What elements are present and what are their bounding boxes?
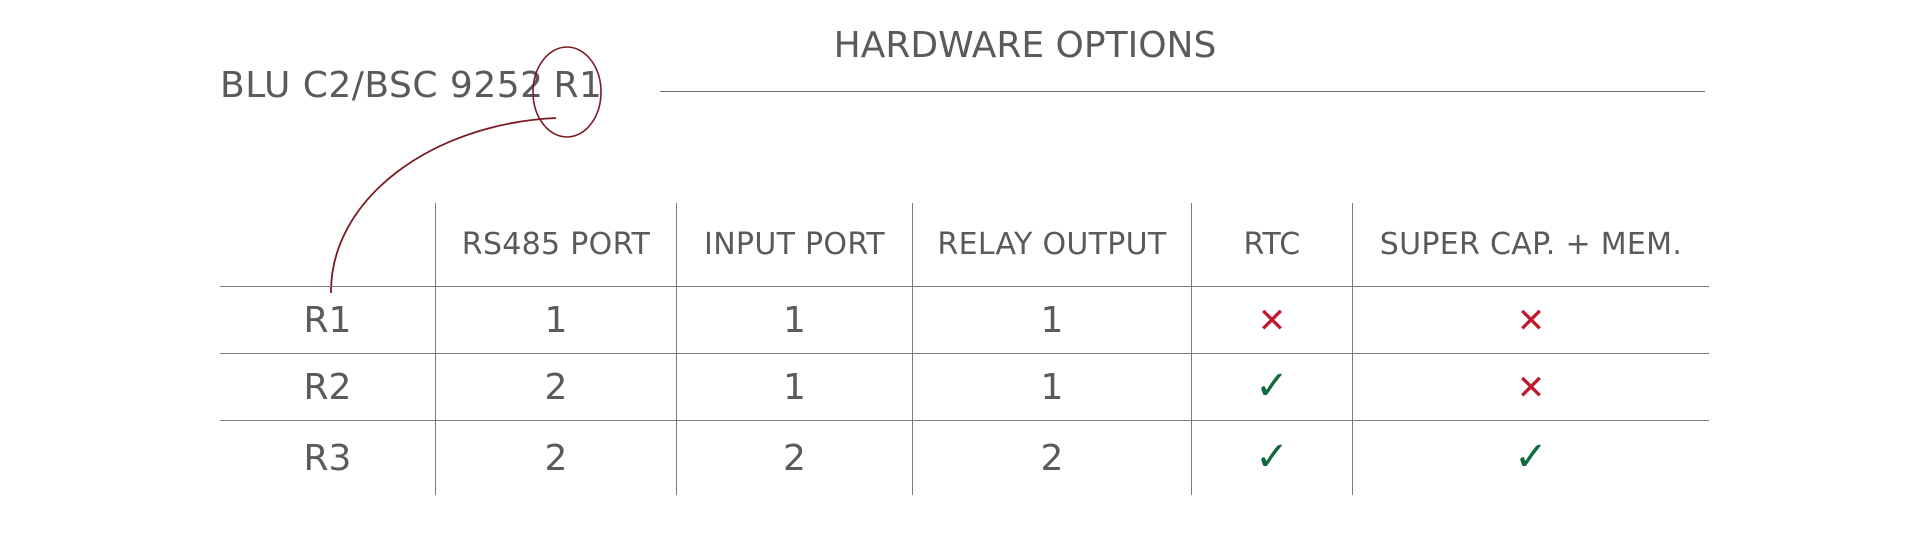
check-icon: ✓: [1514, 434, 1548, 480]
cell-relay: 1: [912, 286, 1192, 354]
cell-relay: 1: [912, 353, 1192, 421]
table-row: R1 1 1 1 ✕ ✕: [220, 286, 1709, 354]
cell-rtc: ✓: [1191, 420, 1353, 495]
table-row: R3 2 2 2 ✓ ✓: [220, 420, 1709, 495]
heading-divider: [660, 91, 1705, 92]
cell-rtc: ✓: [1191, 353, 1353, 421]
row-label: R2: [220, 353, 436, 421]
check-icon: ✓: [1255, 434, 1289, 480]
table-header-row: RS485 PORT INPUT PORT RELAY OUTPUT RTC S…: [220, 203, 1709, 287]
row-label: R1: [220, 286, 436, 354]
row-label: R3: [303, 437, 352, 479]
page-title: HARDWARE OPTIONS: [833, 25, 1217, 66]
cross-icon: ✕: [1257, 300, 1287, 341]
column-header-supercap: SUPER CAP. + MEM.: [1352, 203, 1709, 287]
check-icon: ✓: [1255, 363, 1289, 409]
cell-rs485: 2: [435, 420, 677, 495]
cell-relay: 2: [912, 420, 1192, 495]
cross-icon: ✕: [1516, 367, 1546, 408]
cell-input: 1: [676, 353, 913, 421]
cell-supercap: ✕: [1352, 286, 1709, 354]
cell-supercap: ✕: [1352, 353, 1709, 421]
model-name: BLU C2/BSC 9252: [220, 65, 544, 106]
table-row: R2 2 1 1 ✓ ✕: [220, 353, 1709, 421]
column-header-variant: [220, 203, 436, 287]
cell-supercap: ✓: [1352, 420, 1709, 495]
column-header-relay: RELAY OUTPUT: [912, 203, 1192, 287]
column-header-rs485: RS485 PORT: [435, 203, 677, 287]
cell-input: 2: [676, 420, 913, 495]
cell-rtc: ✕: [1191, 286, 1353, 354]
cell-input: 1: [676, 286, 913, 354]
hardware-options-table: RS485 PORT INPUT PORT RELAY OUTPUT RTC S…: [220, 203, 1709, 495]
cross-icon: ✕: [1516, 300, 1546, 341]
column-header-rtc: RTC: [1191, 203, 1353, 287]
cell-rs485: 2: [435, 353, 677, 421]
column-header-input: INPUT PORT: [676, 203, 913, 287]
variant-code: R1: [553, 65, 603, 106]
cell-rs485: 1: [435, 286, 677, 354]
